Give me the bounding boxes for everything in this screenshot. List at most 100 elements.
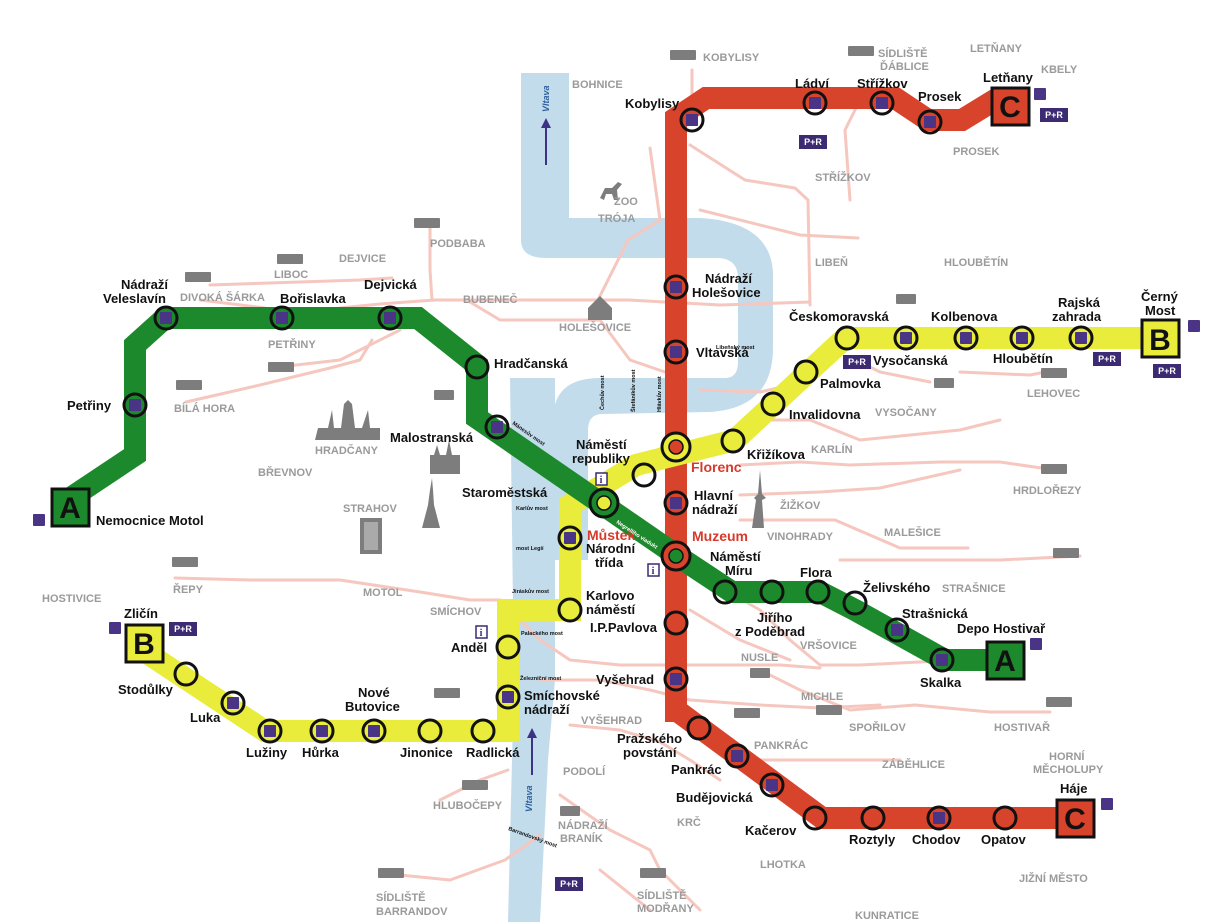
district-petriny: PETŘINY bbox=[268, 338, 316, 351]
tram-icon bbox=[1041, 368, 1067, 378]
label-nove-butovice-2: Butovice bbox=[345, 699, 400, 714]
accessible-icon bbox=[1188, 320, 1200, 332]
station-strasnicka[interactable] bbox=[884, 617, 910, 643]
station-vysocanska[interactable] bbox=[893, 325, 919, 351]
station-smichovske-nadrazi[interactable] bbox=[495, 684, 521, 710]
station-roztyly[interactable] bbox=[860, 805, 886, 831]
station-karlovo-namesti[interactable] bbox=[557, 597, 583, 623]
tram-icon bbox=[670, 50, 696, 60]
tram-icon bbox=[1046, 697, 1072, 707]
station-dejvicka[interactable] bbox=[377, 305, 403, 331]
station-ip-pavlova[interactable] bbox=[663, 610, 689, 636]
river-south-channel bbox=[508, 378, 555, 922]
park-ride-badge bbox=[1153, 364, 1181, 378]
flow-arrow-south bbox=[527, 728, 537, 775]
park-ride-badge bbox=[555, 877, 583, 891]
district-hloubetin: HLOUBĚTÍN bbox=[944, 256, 1008, 269]
station-pankrac[interactable] bbox=[724, 743, 750, 769]
station-namesti-miru[interactable] bbox=[712, 579, 738, 605]
station-strizkov[interactable] bbox=[869, 90, 895, 116]
district-kobylisy: KOBYLISY bbox=[703, 52, 760, 64]
station-luka[interactable] bbox=[220, 690, 246, 716]
station-hloubetin[interactable] bbox=[1009, 325, 1035, 351]
district-horni-2: MĚCHOLUPY bbox=[1033, 763, 1104, 776]
station-kolbenova[interactable] bbox=[953, 325, 979, 351]
station-hlavni-nadrazi[interactable] bbox=[663, 490, 689, 516]
station-stodulky[interactable] bbox=[173, 661, 199, 687]
station-malostranska[interactable] bbox=[484, 414, 510, 440]
station-nove-butovice[interactable] bbox=[361, 718, 387, 744]
bridge-legii: most Legií bbox=[516, 546, 544, 552]
district-vinohrady: VINOHRADY bbox=[767, 531, 834, 543]
svg-text:P+R: P+R bbox=[804, 137, 822, 147]
station-palmovka[interactable] bbox=[793, 359, 819, 385]
park-ride-badge bbox=[1040, 108, 1068, 122]
label-stodulky: Stodůlky bbox=[118, 682, 174, 697]
station-namesti-republiky[interactable] bbox=[631, 462, 657, 488]
station-prazskeho-povstani[interactable] bbox=[686, 715, 712, 741]
label-strizkov: Střížkov bbox=[857, 76, 908, 91]
station-kacerov[interactable] bbox=[802, 805, 828, 831]
station-krizikova[interactable] bbox=[720, 428, 746, 454]
station-andel[interactable] bbox=[495, 634, 521, 660]
station-opatov[interactable] bbox=[992, 805, 1018, 831]
station-jiriho[interactable] bbox=[759, 579, 785, 605]
station-jinonice[interactable] bbox=[417, 718, 443, 744]
district-krc: KRČ bbox=[677, 816, 701, 829]
accessible-icon bbox=[368, 725, 380, 737]
label-namesti-republiky-2: republiky bbox=[572, 451, 631, 466]
station-budejovicka[interactable] bbox=[759, 772, 785, 798]
bridge-karluv: Karlův most bbox=[516, 505, 548, 512]
station-nadrazi-holesovice[interactable] bbox=[663, 274, 689, 300]
river-north-channel bbox=[521, 73, 773, 560]
accessible-icon bbox=[670, 673, 682, 685]
label-zlicin: Zličín bbox=[124, 606, 158, 621]
label-krizikova: Křižíkova bbox=[747, 447, 806, 462]
tram-icon bbox=[434, 390, 454, 400]
label-staromestska: Staroměstská bbox=[462, 485, 548, 500]
district-liboc: LIBOC bbox=[274, 269, 308, 281]
district-podoli: PODOLÍ bbox=[563, 765, 606, 778]
label-vysocanska: Vysočanská bbox=[873, 353, 948, 368]
station-luziny[interactable] bbox=[257, 718, 283, 744]
station-borislavka[interactable] bbox=[269, 305, 295, 331]
park-ride-badge bbox=[169, 622, 197, 636]
station-rajska-zahrada[interactable] bbox=[1068, 325, 1094, 351]
tram-icon bbox=[462, 780, 488, 790]
bridge-hlavkuv: Hlávkův most bbox=[656, 376, 663, 412]
station-vltavska[interactable] bbox=[663, 339, 689, 365]
district-branik-1: NÁDRAŽÍ bbox=[558, 819, 608, 832]
station-zelivskeho[interactable] bbox=[842, 590, 868, 616]
station-skalka[interactable] bbox=[929, 647, 955, 673]
station-invalidovna[interactable] bbox=[760, 391, 786, 417]
station-radlicka[interactable] bbox=[470, 718, 496, 744]
station-petriny[interactable] bbox=[122, 392, 148, 418]
station-ceskomoravska[interactable] bbox=[834, 325, 860, 351]
accessible-icon bbox=[109, 622, 121, 634]
station-chodov[interactable] bbox=[926, 805, 952, 831]
tram-icon bbox=[816, 705, 842, 715]
station-nadrazi-veleslavin[interactable] bbox=[153, 305, 179, 331]
station-hradcanska[interactable] bbox=[464, 354, 490, 380]
station-kobylisy[interactable] bbox=[679, 107, 705, 133]
station-narodni-trida[interactable] bbox=[557, 525, 583, 551]
station-ladvi[interactable] bbox=[802, 90, 828, 116]
station-vysehrad[interactable] bbox=[663, 666, 689, 692]
district-strizkov: STŘÍŽKOV bbox=[815, 171, 871, 184]
district-jizni-mesto: JIŽNÍ MĚSTO bbox=[1019, 872, 1088, 885]
tram-icon bbox=[1041, 464, 1067, 474]
district-kunratice: KUNRATICE bbox=[855, 910, 919, 922]
label-opatov: Opatov bbox=[981, 832, 1027, 847]
accessible-icon bbox=[264, 725, 276, 737]
station-hurka[interactable] bbox=[309, 718, 335, 744]
accessible-icon bbox=[160, 312, 172, 324]
station-flora[interactable] bbox=[805, 579, 831, 605]
terminus-b-zlicin: B bbox=[124, 623, 165, 664]
district-repy: ŘEPY bbox=[173, 583, 204, 596]
district-hradcany: HRADČANY bbox=[315, 444, 379, 457]
station-prosek[interactable] bbox=[917, 109, 943, 135]
tram-icon bbox=[896, 294, 916, 304]
label-kobylisy: Kobylisy bbox=[625, 96, 680, 111]
terminus-a-depo: A bbox=[985, 640, 1026, 681]
svg-text:P+R: P+R bbox=[1045, 110, 1063, 120]
